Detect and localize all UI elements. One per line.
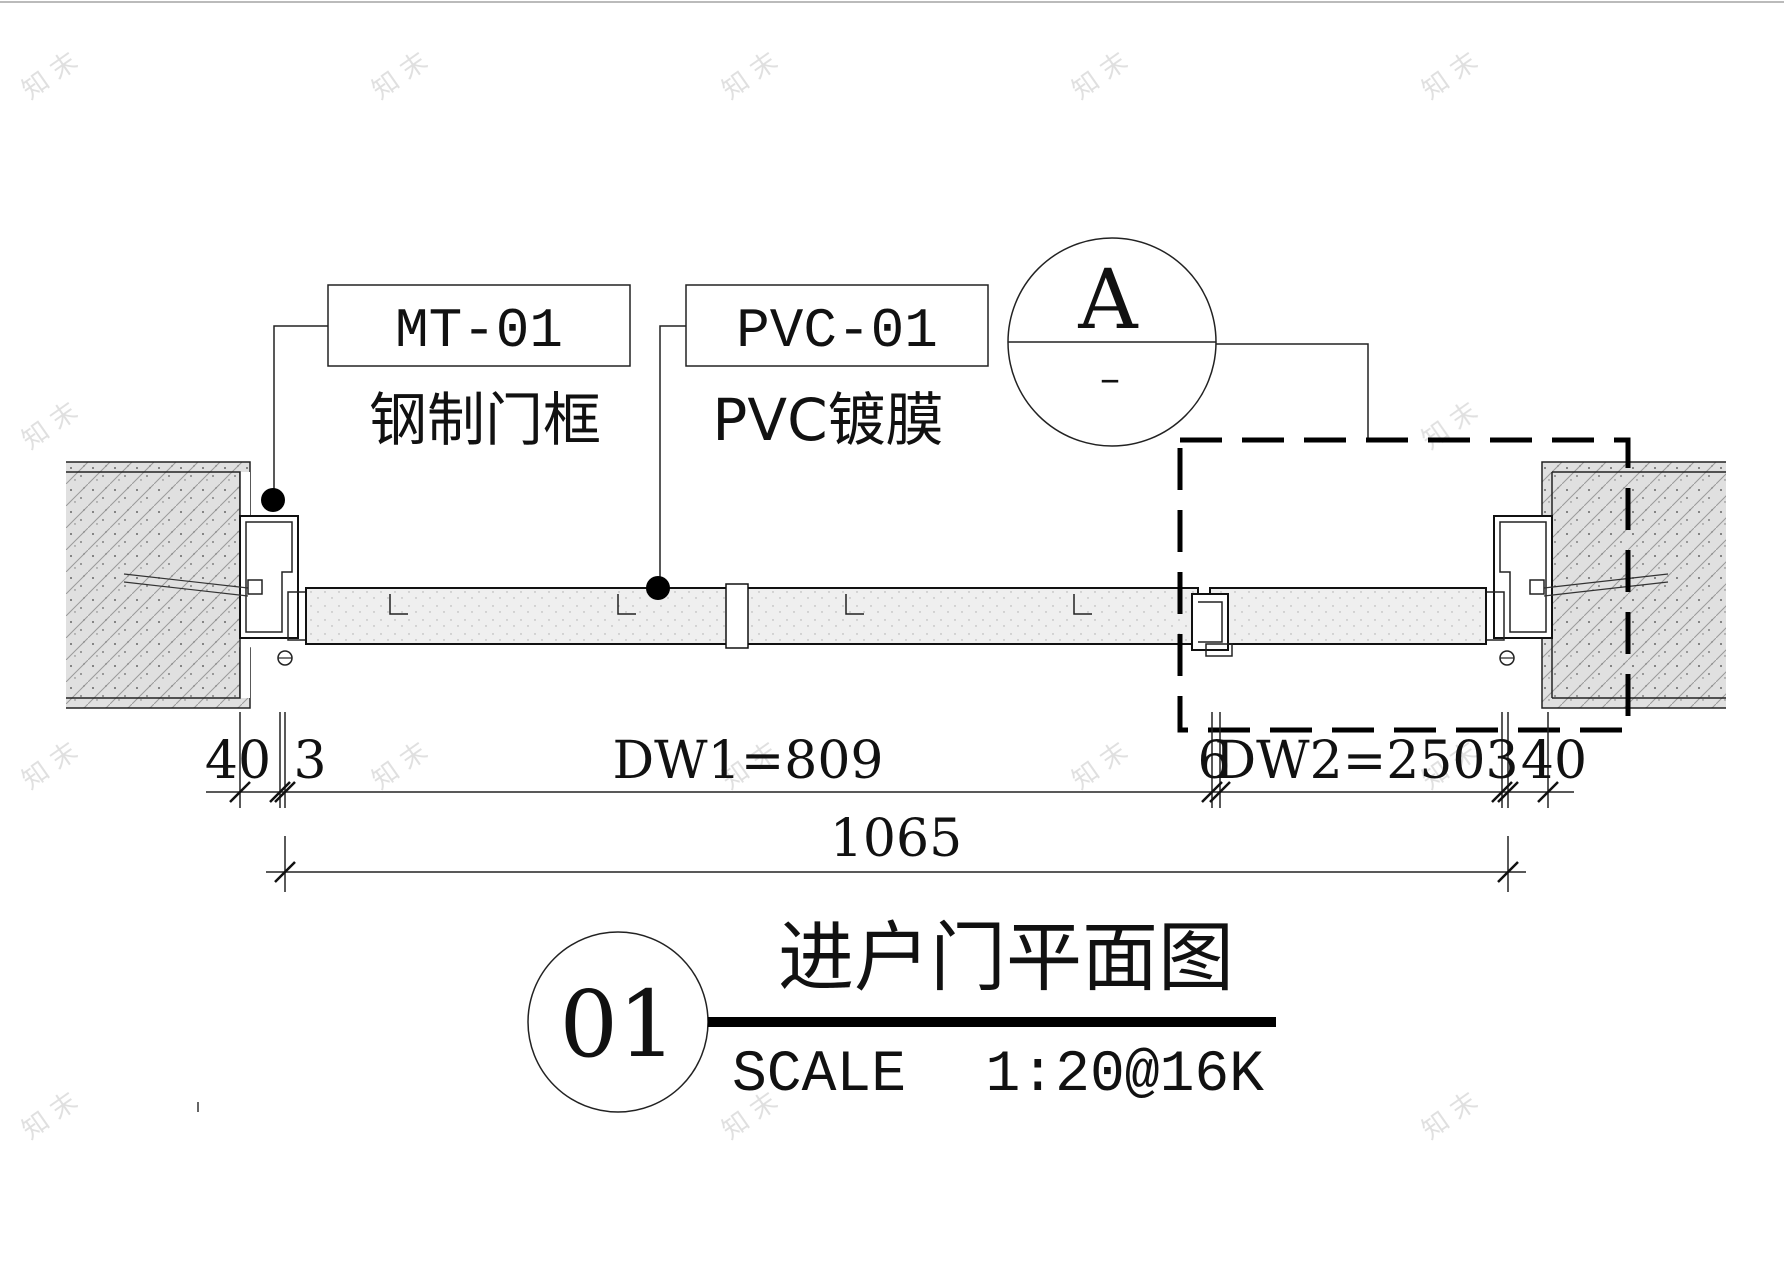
- film-material-desc: PVC镀膜: [712, 386, 943, 454]
- svg-text:知 末: 知 末: [17, 397, 84, 456]
- frame-material-desc: 钢制门框: [369, 386, 601, 454]
- scale-label: SCALE: [732, 1043, 906, 1108]
- film-leader-dot: [646, 576, 670, 600]
- svg-text:知 末: 知 末: [367, 47, 434, 106]
- detail-letter: A: [1077, 253, 1139, 348]
- drawing-number: 01: [559, 971, 676, 1078]
- dimension-overall: 1065: [266, 809, 1526, 892]
- frame-callout: MT-01 钢制门框: [261, 284, 631, 512]
- right-door-frame: [1485, 515, 1669, 666]
- detail-sheet-ref: –: [1100, 356, 1120, 402]
- detail-marker-a: A –: [1007, 237, 1631, 733]
- dim-left-gap: 3: [293, 731, 326, 791]
- frame-material-code: MT-01: [395, 299, 563, 363]
- film-callout: PVC-01 PVC镀膜: [646, 284, 989, 600]
- svg-text:知 末: 知 末: [1417, 47, 1484, 106]
- drawing-title: 进户门平面图: [778, 913, 1234, 1002]
- svg-text:知 末: 知 末: [1417, 1087, 1484, 1146]
- svg-text:知 末: 知 末: [1417, 397, 1484, 456]
- scale-value: 1:20@16K: [986, 1043, 1265, 1108]
- title-block: 01 进户门平面图 SCALE 1:20@16K: [527, 913, 1276, 1113]
- dim-dw2: DW2=250: [1214, 731, 1485, 791]
- svg-text:知 末: 知 末: [17, 1087, 84, 1146]
- dim-right-wall: 40: [1521, 731, 1587, 791]
- dim-dw1: DW1=809: [612, 731, 883, 791]
- detail-boundary-box: [1177, 437, 1631, 733]
- frame-leader-dot: [261, 488, 285, 512]
- svg-text:知 末: 知 末: [367, 737, 434, 796]
- dim-total: 1065: [830, 809, 962, 869]
- dimension-chain: 40 3 DW1=809 6 DW2=250 3 40: [205, 712, 1587, 808]
- svg-text:知 末: 知 末: [17, 737, 84, 796]
- left-door-frame: [123, 515, 307, 666]
- dim-left-wall: 40: [205, 731, 271, 791]
- secondary-door-leaf: [1191, 587, 1487, 657]
- svg-text:知 末: 知 末: [17, 47, 84, 106]
- dim-right-gap: 3: [1485, 731, 1518, 791]
- svg-text:知 末: 知 末: [1067, 737, 1134, 796]
- svg-text:知 末: 知 末: [1067, 47, 1134, 106]
- film-material-code: PVC-01: [736, 299, 938, 363]
- dim-mid-gap: 6: [1197, 731, 1230, 791]
- svg-text:知 末: 知 末: [717, 47, 784, 106]
- main-door-leaf: [305, 583, 1199, 649]
